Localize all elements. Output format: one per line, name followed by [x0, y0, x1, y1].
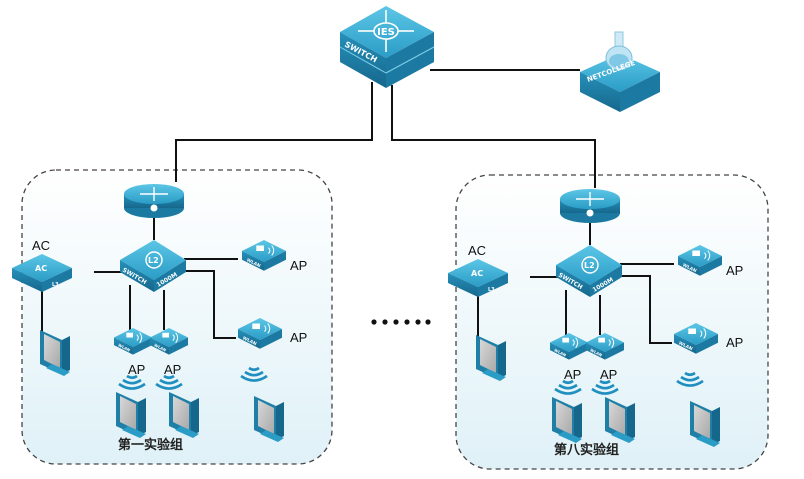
signal-icon	[572, 337, 579, 349]
wifi-waves-icon	[554, 379, 582, 395]
wired-pc[interactable]	[476, 335, 506, 381]
l2-ring-icon	[145, 251, 163, 269]
arrows-icon	[358, 10, 414, 52]
svg-text:WLAN: WLAN	[242, 335, 258, 347]
ap-right[interactable]: WLAN	[674, 323, 718, 354]
ac-sub-label: L3	[52, 282, 59, 288]
wireless-pc-2[interactable]	[605, 397, 635, 443]
wireless-pc-1[interactable]	[116, 392, 146, 438]
ap-mid-2[interactable]: WLAN	[586, 333, 624, 360]
ap-mid-1[interactable]: WLAN	[550, 333, 588, 360]
l2-ring-icon	[581, 256, 599, 274]
wlan-card-icon	[688, 328, 696, 334]
ap-top[interactable]: WLAN	[678, 245, 722, 276]
svg-text:WLAN: WLAN	[117, 342, 131, 352]
netcollege-device[interactable]: NETCOLLEGE	[580, 31, 660, 112]
svg-text:WLAN: WLAN	[589, 347, 603, 357]
group-name: 第八实验组	[554, 442, 619, 458]
core-links	[175, 69, 596, 188]
wlan-card-icon	[562, 337, 569, 343]
wlan-card-icon	[162, 332, 169, 338]
ap-label-mid-1: AP	[564, 367, 581, 382]
ap-mid-1[interactable]: WLAN	[114, 328, 152, 355]
group-links	[41, 218, 238, 339]
group-name: 第一实验组	[118, 437, 183, 453]
switch-badge: L2	[584, 261, 595, 270]
wlan-card-icon	[692, 250, 700, 256]
svg-text:WLAN: WLAN	[153, 342, 167, 352]
ap-label-mid-1: AP	[128, 362, 145, 377]
router[interactable]: R	[124, 184, 184, 218]
wlan-card-icon	[256, 245, 264, 251]
svg-text:WLAN: WLAN	[553, 347, 567, 357]
ap-mid-2[interactable]: WLAN	[150, 328, 188, 355]
wifi-waves-icon	[676, 371, 704, 387]
router-arrows-icon	[140, 187, 168, 201]
group-container-8	[455, 174, 769, 470]
signal-icon	[268, 245, 275, 256]
wlan-card-icon	[598, 337, 605, 343]
wireless-pc-2[interactable]	[169, 392, 199, 438]
ap-label-top: AP	[726, 263, 743, 278]
core-switch-badge: IES	[377, 27, 395, 38]
wifi-waves-icon	[591, 379, 619, 395]
ac-controller[interactable]: AC L3	[448, 259, 508, 297]
router-badge: R	[588, 212, 592, 218]
wlan-card-icon	[252, 323, 260, 329]
ellipsis-dots	[371, 319, 431, 325]
signal-icon	[700, 328, 707, 339]
ap-top[interactable]: WLAN	[242, 240, 286, 271]
svg-text:WLAN: WLAN	[246, 257, 262, 269]
ac-label: AC	[468, 243, 486, 258]
switch-badge: L2	[148, 256, 159, 265]
signal-icon	[136, 332, 143, 344]
ac-badge: AC	[471, 269, 483, 278]
wireless-pc-3[interactable]	[690, 401, 720, 447]
group-links	[477, 223, 674, 344]
ac-label: AC	[32, 238, 50, 253]
ap-label-mid-2: AP	[600, 367, 617, 382]
ac-sub-label: L3	[488, 287, 495, 293]
router-arrows-icon	[576, 192, 604, 206]
wifi-waves-icon	[240, 366, 268, 382]
ac-controller[interactable]: AC L3	[12, 254, 72, 292]
signal-icon	[608, 337, 615, 349]
wired-pc[interactable]	[40, 330, 70, 376]
flask-icon	[605, 31, 633, 71]
wlan-card-icon	[126, 332, 133, 338]
wireless-pc-3[interactable]	[254, 396, 284, 442]
ap-label-mid-2: AP	[164, 362, 181, 377]
ap-label-top: AP	[290, 258, 307, 273]
router-badge: R	[152, 207, 156, 213]
svg-text:WLAN: WLAN	[678, 340, 694, 352]
wifi-waves-icon	[155, 374, 183, 390]
wireless-pc-1[interactable]	[552, 397, 582, 443]
router[interactable]: R	[560, 189, 620, 223]
ac-badge: AC	[35, 264, 47, 273]
svg-text:WLAN: WLAN	[682, 262, 698, 274]
wifi-waves-icon	[118, 374, 146, 390]
ap-label-right: AP	[290, 330, 307, 345]
core-switch[interactable]: IES SWITCH	[339, 6, 435, 88]
ap-right[interactable]: WLAN	[238, 318, 282, 349]
signal-icon	[704, 250, 711, 261]
signal-icon	[172, 332, 179, 344]
signal-icon	[264, 323, 271, 334]
ap-label-right: AP	[726, 335, 743, 350]
